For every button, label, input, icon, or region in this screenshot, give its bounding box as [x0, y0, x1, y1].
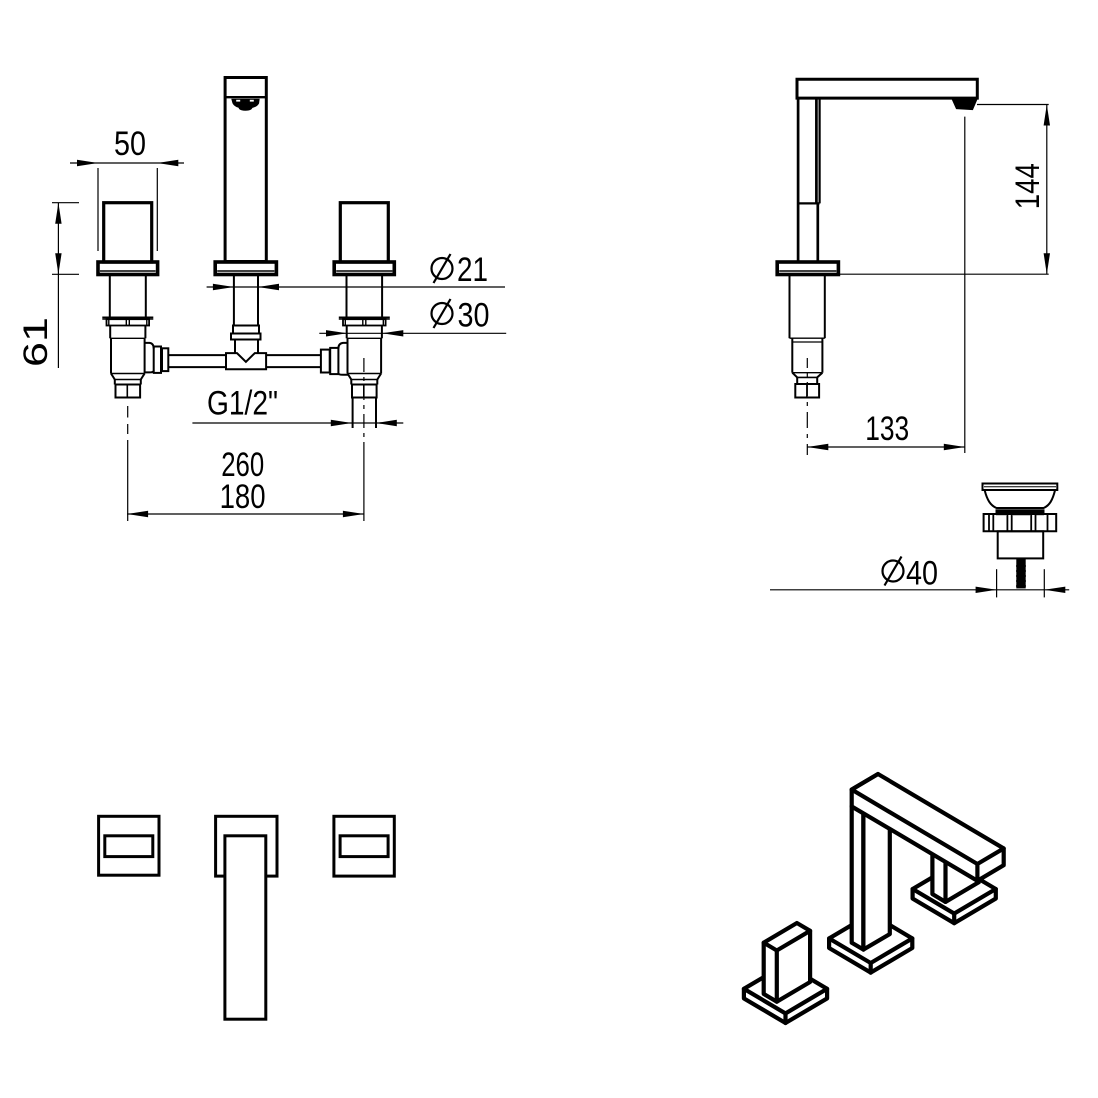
svg-text:144: 144 [1009, 163, 1047, 209]
svg-text:40: 40 [906, 555, 938, 593]
svg-text:G1/2": G1/2" [207, 385, 278, 423]
svg-text:61: 61 [17, 317, 55, 367]
svg-text:180: 180 [220, 478, 266, 516]
svg-text:50: 50 [114, 125, 146, 163]
svg-text:133: 133 [865, 410, 909, 448]
svg-text:30: 30 [458, 297, 490, 335]
svg-text:260: 260 [221, 446, 264, 484]
svg-text:21: 21 [457, 251, 488, 289]
